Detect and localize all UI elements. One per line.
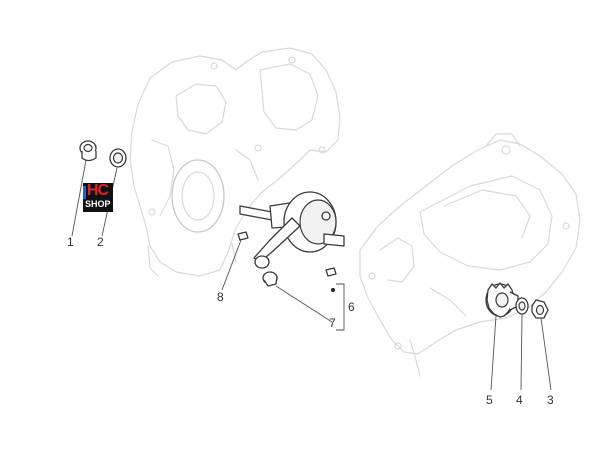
callout-1: 1	[67, 235, 74, 249]
left-crankcase-ghost	[129, 47, 341, 277]
logo-accent-bar	[83, 186, 86, 199]
part-5-gear	[485, 282, 519, 318]
logo-text-hc: HC	[87, 183, 109, 199]
callout-2: 2	[97, 235, 104, 249]
callout-6: 6	[348, 300, 355, 314]
callout-8: 8	[217, 290, 224, 304]
part-7-needle-bearing	[262, 271, 278, 287]
part-8-pin	[237, 231, 249, 241]
callout-7: 7	[329, 316, 336, 330]
part-6-crankshaft	[239, 191, 345, 269]
hc-shop-logo: HC SHOP	[83, 183, 113, 212]
callout-5: 5	[486, 393, 493, 407]
leader-lines	[71, 159, 552, 391]
part-1-bush	[79, 140, 97, 162]
callout-3: 3	[547, 393, 554, 407]
part-4-washer	[515, 297, 529, 315]
logo-text-shop: SHOP	[85, 199, 111, 209]
crank-key	[325, 267, 337, 277]
callout-4: 4	[516, 393, 523, 407]
part-3-nut	[531, 299, 549, 319]
right-crankcase-ghost	[359, 133, 581, 377]
part-2-seal-ring	[109, 148, 127, 168]
